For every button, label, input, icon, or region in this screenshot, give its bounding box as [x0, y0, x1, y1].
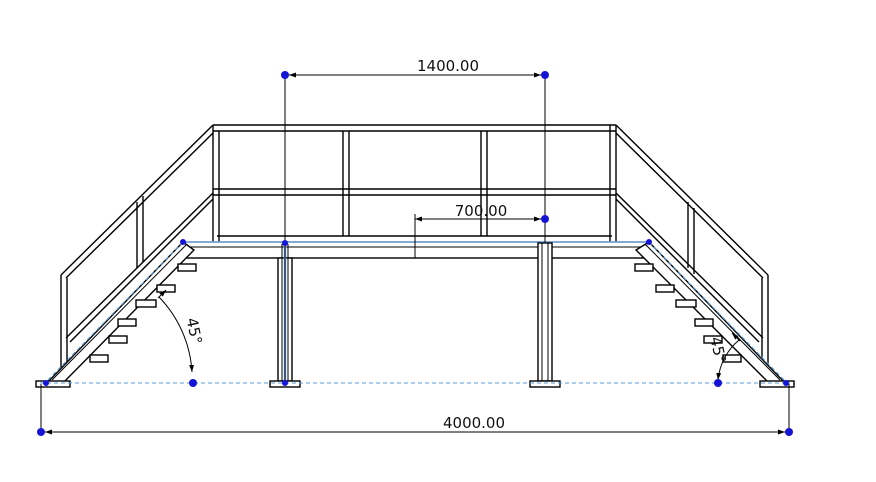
- overall-width-dimension[interactable]: 4000.00: [40, 384, 790, 435]
- half-offset-value: 700.00: [455, 202, 508, 220]
- handle-point[interactable]: [783, 380, 789, 386]
- handle-point[interactable]: [189, 379, 197, 387]
- handle-point[interactable]: [541, 215, 549, 223]
- handle-point[interactable]: [282, 240, 288, 246]
- right-angle-value: 45°: [706, 335, 729, 365]
- handle-point[interactable]: [180, 239, 186, 245]
- handle-point[interactable]: [43, 380, 49, 386]
- handle-point[interactable]: [282, 380, 288, 386]
- handle-point[interactable]: [646, 239, 652, 245]
- handle-point[interactable]: [785, 428, 793, 436]
- handle-point[interactable]: [281, 71, 289, 79]
- right-stair-handrail: [615, 124, 769, 370]
- handle-point[interactable]: [714, 379, 722, 387]
- half-offset-dimension[interactable]: 700.00: [414, 202, 541, 258]
- sketch-point-handles[interactable]: [37, 71, 793, 436]
- left-stair-handrail: [60, 124, 214, 370]
- overall-width-value: 4000.00: [443, 414, 505, 432]
- handle-point[interactable]: [37, 428, 45, 436]
- column-spacing-value: 1400.00: [417, 57, 479, 75]
- right-angle-dimension[interactable]: 45°: [706, 332, 741, 381]
- left-angle-dimension[interactable]: 45°: [157, 289, 206, 373]
- right-column: [529, 242, 561, 388]
- left-angle-value: 45°: [183, 316, 206, 346]
- right-stair: [634, 241, 795, 388]
- platform-deck: [182, 241, 650, 259]
- column-spacing-dimension[interactable]: 1400.00: [284, 57, 546, 384]
- left-stair: [35, 241, 197, 388]
- handle-point[interactable]: [541, 71, 549, 79]
